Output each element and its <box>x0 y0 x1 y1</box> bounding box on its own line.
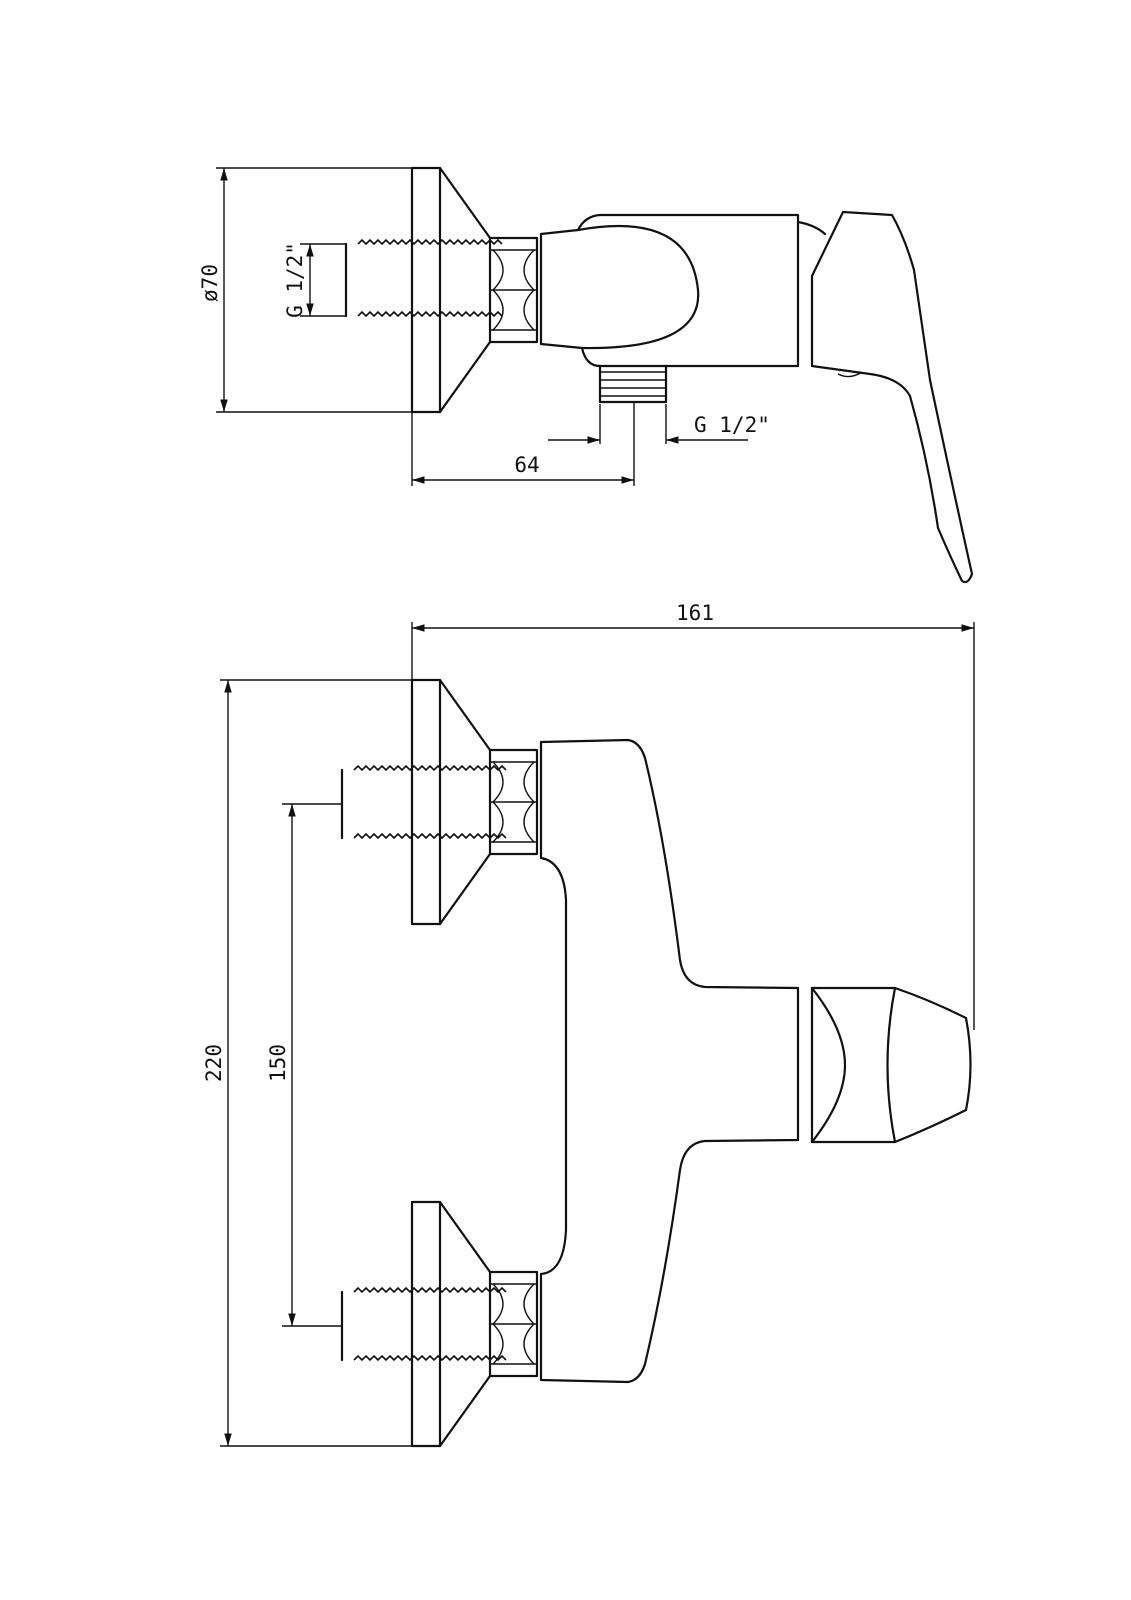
front-handle <box>810 986 972 1144</box>
front-upper-escutcheon <box>410 678 492 926</box>
dim-inlet-spacing: 150 <box>266 803 342 1327</box>
dim-diameter: ø70 <box>198 167 412 413</box>
side-inlet-pipe <box>344 238 503 318</box>
dim-offset: 64 <box>411 402 635 486</box>
front-lower-inlet-pipe <box>340 1286 507 1362</box>
dim-total-width: 161 <box>411 601 975 1030</box>
side-view: ø70 G 1/2" G 1/2" 64 <box>198 166 974 584</box>
dim-diameter-label: ø70 <box>198 264 222 302</box>
dim-total-width-label: 161 <box>676 601 714 625</box>
dim-inlet-spacing-label: 150 <box>266 1044 290 1082</box>
side-body <box>539 213 827 368</box>
dim-outlet-thread-label: G 1/2" <box>694 413 770 437</box>
dim-total-height-label: 220 <box>202 1044 226 1082</box>
dim-inlet-thread: G 1/2" <box>283 242 346 318</box>
dim-total-height: 220 <box>202 679 412 1447</box>
dim-inlet-thread-label: G 1/2" <box>283 242 307 318</box>
front-view: 161 220 150 <box>202 601 975 1448</box>
side-outlet-nipple <box>598 364 668 404</box>
dim-offset-label: 64 <box>514 453 539 477</box>
side-nut <box>488 236 539 344</box>
front-body <box>539 738 800 1384</box>
front-upper-nut <box>488 748 539 856</box>
front-lower-nut <box>488 1270 539 1378</box>
side-escutcheon <box>410 166 492 414</box>
front-lower-escutcheon <box>410 1200 492 1448</box>
side-lever-handle <box>810 210 974 584</box>
front-upper-inlet-pipe <box>340 764 507 840</box>
dim-outlet-thread: G 1/2" <box>548 404 770 444</box>
